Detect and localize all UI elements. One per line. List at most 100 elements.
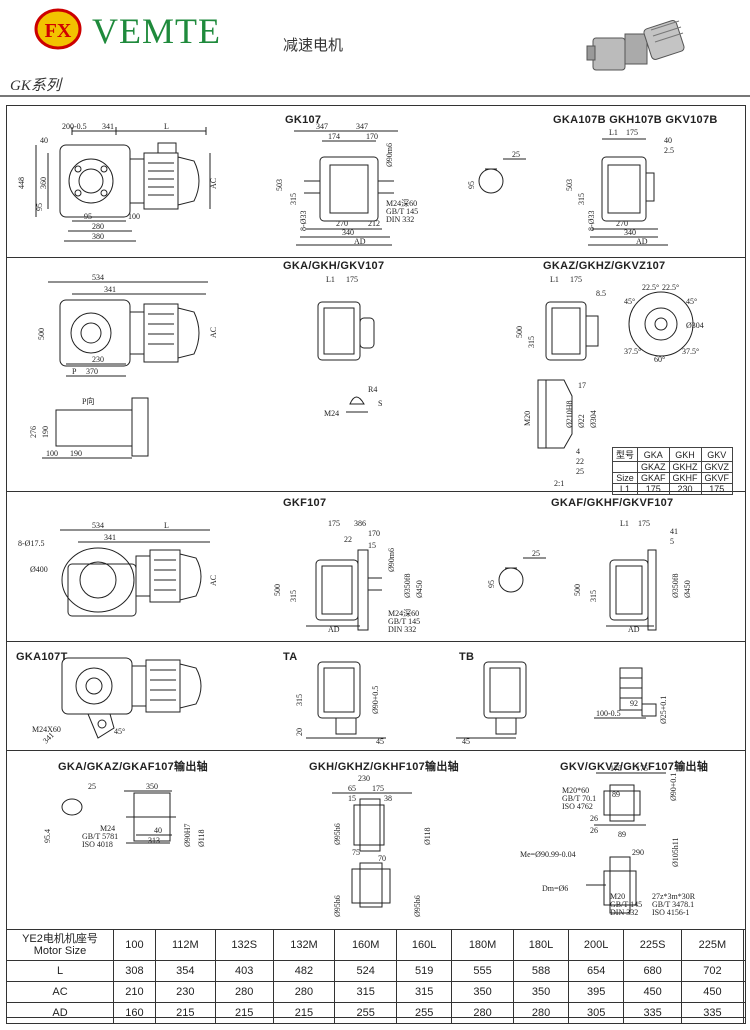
motor-size-header: YE2电机机座号 Motor Size: [6, 929, 114, 961]
ta-view: [306, 661, 386, 739]
dim: 17: [578, 381, 586, 390]
value-cell: 280: [272, 981, 336, 1003]
size-cell: 225M: [681, 929, 744, 961]
value-cell: 519: [396, 960, 453, 982]
value-cell: 315: [334, 981, 398, 1003]
value-cell: 160: [113, 1002, 156, 1024]
dim: Ø450: [683, 580, 692, 598]
dim: L1: [609, 128, 618, 137]
dim: 45°: [686, 297, 697, 306]
dim: Ø350f8: [671, 574, 680, 598]
dim: 25: [88, 782, 96, 791]
dim: Ø95h6: [333, 895, 342, 917]
dim: DIN 332: [610, 908, 638, 917]
dim: 276: [29, 426, 38, 438]
dim: 280: [92, 222, 104, 231]
keyway-section: [478, 158, 526, 194]
dim: 60°: [654, 355, 665, 364]
dim: 175: [626, 128, 638, 137]
panel4-drawing: M24X60 341 45° 315 Ø90+0.5 20 45 45 92 1…: [32, 657, 668, 746]
value-cell: 555: [451, 960, 514, 982]
type-cell: GKAF: [637, 472, 670, 484]
dim: 37.5°: [682, 347, 699, 356]
dim: 27z*3m*30R: [652, 892, 696, 901]
dim: 22.5°: [642, 283, 659, 292]
section-divider: [6, 750, 746, 751]
dim: 174: [328, 132, 340, 141]
dim: 313: [148, 836, 160, 845]
table-row: AC 210 230 280 280 315 315 350 350 395 4…: [6, 981, 747, 1003]
dim: 270: [616, 219, 628, 228]
dim: L1: [326, 275, 335, 284]
dim: M24: [100, 824, 115, 833]
dim: 15: [348, 794, 356, 803]
dim: 448: [17, 177, 26, 189]
dim: Ø350f8: [403, 574, 412, 598]
dim: Ø210H8: [565, 400, 574, 428]
value-cell: 395: [568, 981, 625, 1003]
page-subtitle: 减速电机: [283, 38, 344, 54]
dim: 500: [273, 584, 282, 596]
gkf107-side-view: [60, 529, 210, 617]
dim: 534: [92, 273, 104, 282]
dim: 340: [624, 228, 636, 237]
header-divider: [0, 95, 750, 97]
dim: L1: [620, 519, 629, 528]
dim: Dm=Ø6: [542, 884, 568, 893]
size-cell: 160L: [396, 929, 453, 961]
dim: Ø95h6: [333, 823, 342, 845]
dim: Ø450: [415, 580, 424, 598]
dim: AC: [209, 327, 218, 338]
size-cell: 180L: [512, 929, 570, 961]
dim: 95: [467, 181, 476, 189]
dim: Ø22: [577, 414, 586, 428]
dim: GB/T 145: [386, 207, 418, 216]
section-divider: [6, 641, 746, 642]
header-label-cn: YE2电机机座号: [22, 933, 98, 945]
dim: 190: [41, 426, 50, 438]
dim: GB/T 145: [388, 617, 420, 626]
dim: 5: [670, 537, 674, 546]
panel5-title-left: GKA/GKAZ/GKAF107输出轴: [58, 761, 208, 773]
type-cell: L1: [611, 483, 639, 495]
dim: 500: [515, 326, 524, 338]
size-cell: 160M: [334, 929, 398, 961]
dim: 40: [664, 136, 672, 145]
dim: 20: [295, 728, 304, 736]
value-cell: 403: [214, 960, 274, 982]
spacer-cell: [742, 981, 747, 1003]
type-cell: 型号: [611, 447, 639, 462]
dim: 175: [372, 784, 384, 793]
spacer-cell: [742, 960, 747, 982]
value-cell: 350: [451, 981, 514, 1003]
spacer-cell: [742, 1002, 747, 1024]
dim: 370: [86, 367, 98, 376]
hollow-shaft-gka: [61, 790, 176, 844]
dim: 360: [39, 177, 48, 189]
dim: Ø90m6: [387, 548, 396, 572]
dim: ISO 4156-1: [652, 908, 690, 917]
dim: 2:1: [554, 479, 564, 488]
dim: M24深60: [388, 609, 419, 618]
value-cell: 524: [334, 960, 398, 982]
type-cell: GKV: [700, 447, 734, 462]
type-cell: GKA: [637, 447, 670, 462]
value-cell: 654: [568, 960, 625, 982]
panel5-title-mid: GKH/GKHZ/GKHF107输出轴: [309, 761, 459, 773]
value-cell: 350: [512, 981, 570, 1003]
dim: DIN 332: [386, 215, 414, 224]
dim: Ø118: [197, 830, 206, 847]
panel3-title-right: GKAF/GKHF/GKVF107: [551, 497, 674, 509]
dim: Ø95h6: [413, 895, 422, 917]
dim: Ø90+0.1: [669, 773, 678, 801]
dim: P向: [82, 396, 94, 406]
series-title: GK系列: [10, 78, 61, 94]
dim: 100: [46, 449, 58, 458]
type-cell: GKHZ: [668, 461, 702, 473]
panel2-title-right: GKAZ/GKHZ/GKVZ107: [543, 260, 666, 272]
size-cell: 225S: [623, 929, 683, 961]
dim: 45: [462, 737, 470, 746]
dim: ISO 4018: [82, 840, 113, 849]
type-cell: GKAZ: [637, 461, 670, 473]
